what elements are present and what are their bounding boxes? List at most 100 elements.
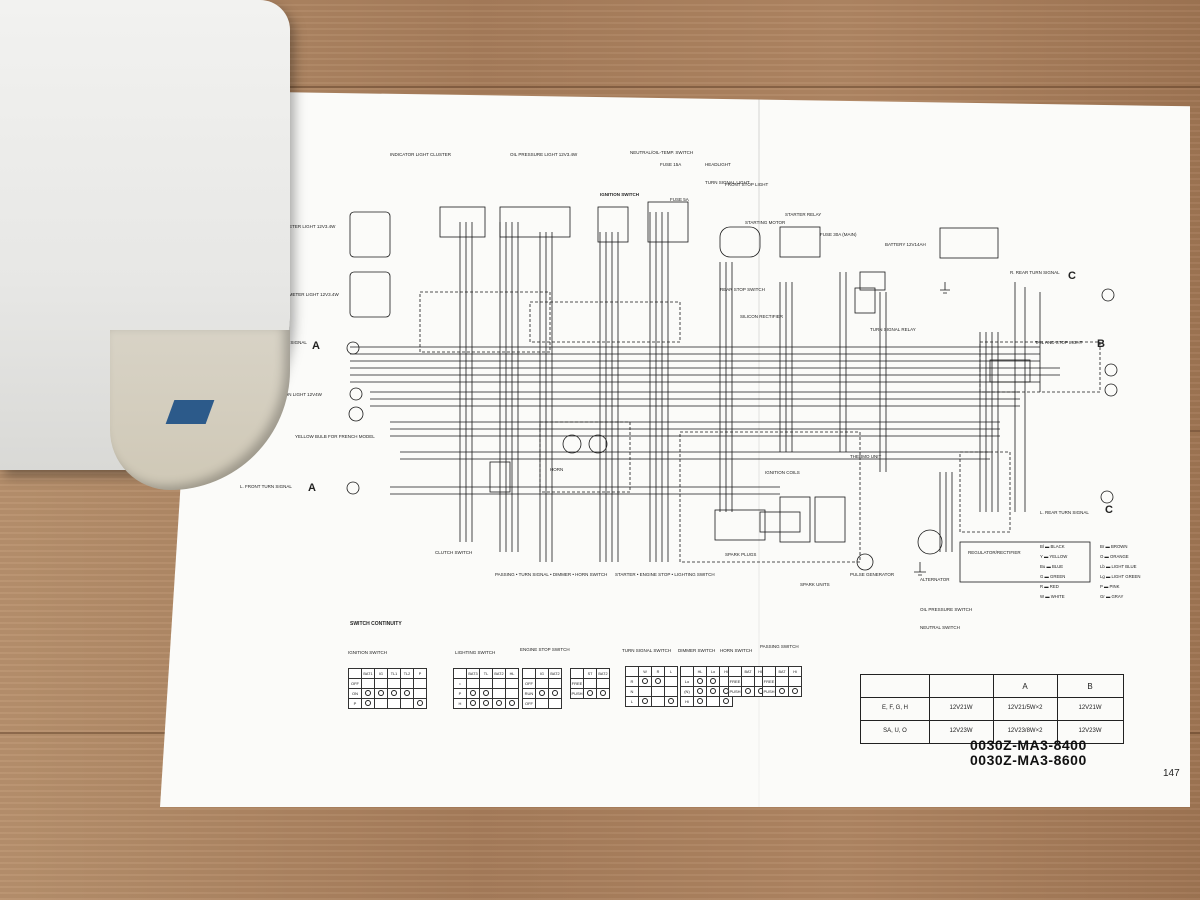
spec-header-b: B xyxy=(1087,682,1093,691)
table-header: BAT xyxy=(741,666,755,677)
headlight-label: HEADLIGHT xyxy=(705,162,731,167)
table-header: BAT2 xyxy=(492,668,506,679)
marker-a-bottom: A xyxy=(308,482,316,494)
table-row-label: L xyxy=(625,696,639,707)
table-row-label: FREE xyxy=(728,676,742,687)
table-header: BAT1 xyxy=(361,668,375,679)
table-row-label: PUSH xyxy=(762,686,776,697)
marker-b: B xyxy=(1097,338,1105,350)
table-header: W xyxy=(638,666,652,677)
lighting-sw-title: LIGHTING SWITCH xyxy=(455,650,496,655)
indicator-cluster-label: INDICATOR LIGHT CLUSTER xyxy=(390,152,452,157)
passing-sw-title: PASSING SWITCH xyxy=(760,644,799,649)
table-header: TL1 xyxy=(387,668,401,679)
sheet-fold xyxy=(758,92,760,807)
starter-relay-label: STARTER RELAY xyxy=(785,212,822,217)
spec-models: E, F, G, H xyxy=(881,705,908,711)
part-number-1: 0030Z-MA3-8400 xyxy=(970,737,1087,753)
horn-sw-title: HORN SWITCH xyxy=(720,648,753,653)
neutral-switch-bottom-label: NEUTRAL SWITCH xyxy=(920,625,960,630)
spark-plugs-label: SPARK PLUGS xyxy=(725,552,757,557)
marker-a-top: A xyxy=(312,340,320,352)
table-header: R xyxy=(651,666,665,677)
rear-turn-signal-right-label: R. REAR TURN SIGNAL xyxy=(1010,270,1060,275)
table-header: Lo xyxy=(706,666,720,677)
spec-cell: 12V21/5W×2 xyxy=(1007,705,1043,711)
spec-cell: 12V23W xyxy=(949,728,973,734)
table-header: IG xyxy=(535,668,549,679)
table-header: IG xyxy=(374,668,388,679)
oil-pressure-light-label: OIL PRESSURE LIGHT 12V3.4W xyxy=(510,152,578,157)
table-row-label: • xyxy=(453,678,467,689)
turn-signal-relay-label: TURN SIGNAL RELAY xyxy=(870,327,916,332)
speedometer-light-label: SPEEDOMETER LIGHT 12V3.4W xyxy=(270,292,339,297)
switch-continuity-title: SWITCH CONTINUITY xyxy=(350,621,402,627)
horn-label: HORN xyxy=(550,467,564,472)
wiring-diagram-sheet: INDICATOR LIGHT CLUSTER OIL PRESSURE LIG… xyxy=(160,92,1190,807)
table-row-label: N xyxy=(625,686,639,697)
table-header: ST xyxy=(583,668,597,679)
table-row-label: P xyxy=(453,688,467,699)
starting-motor-label: STARTING MOTOR xyxy=(745,220,786,225)
table-header: BAT2 xyxy=(596,668,610,679)
table-row-label: OFF xyxy=(522,698,536,709)
fuse-5a-label: FUSE 5A xyxy=(670,197,689,202)
clutch-switch-label: CLUTCH SWITCH xyxy=(435,550,473,555)
front-stop-light-label: FRONT STOP LIGHT xyxy=(725,182,769,187)
spec-cell: 12V21W xyxy=(1078,705,1102,711)
table-header: BAT xyxy=(775,666,789,677)
alternator-label: ALTERNATOR xyxy=(920,577,950,582)
engine-stop-sw-title: ENGINE STOP SWITCH xyxy=(520,647,570,652)
ignition-coils-label: IGNITION COILS xyxy=(765,470,800,475)
rear-stop-switch-label: REAR STOP SWITCH xyxy=(720,287,765,292)
table-row-label: FREE xyxy=(762,676,776,687)
front-turn-signal-left-label: L. FRONT TURN SIGNAL xyxy=(240,484,292,489)
ignition-switch-label: IGNITION SWITCH xyxy=(600,192,639,197)
position-light-label: POSITION LIGHT 12V4W xyxy=(270,392,322,397)
table-header: HL xyxy=(505,668,519,679)
table-header: BAT2 xyxy=(548,668,562,679)
spec-header-a: A xyxy=(1022,682,1028,691)
rear-turn-signal-left-label: L. REAR TURN SIGNAL xyxy=(1040,510,1089,515)
table-row-label: FREE xyxy=(570,678,584,689)
table-header: Hi xyxy=(788,666,802,677)
neutral-switch-label: NEUTRAL/OIL-TEMP. SWITCH xyxy=(630,150,694,155)
table-header: BAT3 xyxy=(466,668,480,679)
table-row-label: Lo xyxy=(680,676,694,687)
ignition-sw-title: IGNITION SWITCH xyxy=(348,650,387,655)
table-row-label: ON xyxy=(348,688,362,699)
table-row-label: Hi xyxy=(680,696,694,707)
plank-seam xyxy=(0,86,1200,88)
spec-cell: 12V21W xyxy=(949,705,973,711)
oil-pressure-switch-label: OIL PRESSURE SWITCH xyxy=(920,607,973,612)
table-row-label: PUSH xyxy=(728,686,742,697)
table-header: L xyxy=(664,666,678,677)
page-number: 147 xyxy=(1163,768,1180,779)
table-header: HL xyxy=(693,666,707,677)
marker-c-top: C xyxy=(1068,270,1076,282)
bulb-spec-table: A B E, F, G, H 12V21W 12V21/5W×2 12V21W … xyxy=(860,674,1124,744)
fuse-15a-label: FUSE 15A xyxy=(660,162,682,167)
tail-stop-light-label: TAIL AND STOP LIGHT xyxy=(1035,340,1083,345)
table-row-label: RUN xyxy=(522,688,536,699)
table-row-label: H xyxy=(453,698,467,709)
table-row-label: P xyxy=(348,698,362,709)
table-row-label: PUSH xyxy=(570,688,584,699)
wiring-diagram xyxy=(346,201,1118,583)
starter-stop-switch-label: STARTER • ENGINE STOP • LIGHTING SWITCH xyxy=(615,572,715,577)
table-header: TL xyxy=(479,668,493,679)
yellow-bulb-label: YELLOW BULB FOR FRENCH MODEL xyxy=(295,434,375,439)
table-row-label: OFF xyxy=(522,678,536,689)
battery-label: BATTERY 12V14AH xyxy=(885,242,926,247)
spec-cell: 12V23W xyxy=(1078,728,1102,734)
part-number-2: 0030Z-MA3-8600 xyxy=(970,752,1087,768)
spark-units-label: SPARK UNITS xyxy=(800,582,830,587)
fuse-main-label: FUSE 30A (MAIN) xyxy=(820,232,857,237)
